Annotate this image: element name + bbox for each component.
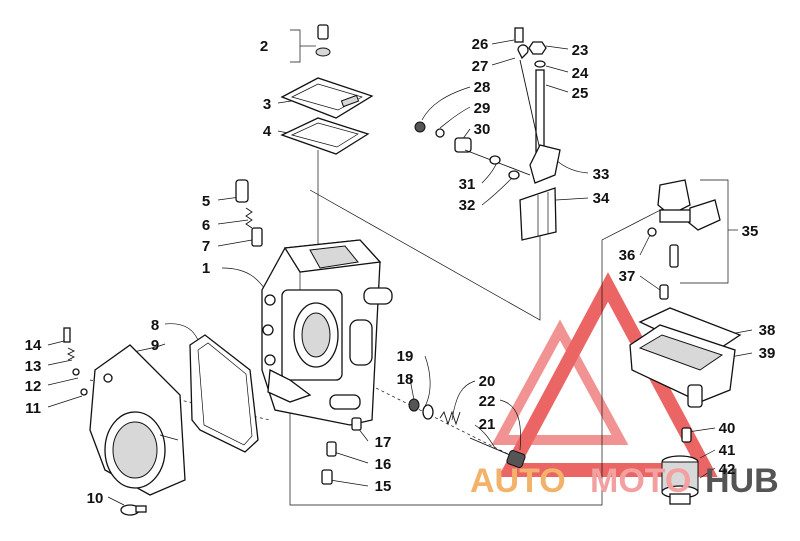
callout-20: 20 (479, 373, 496, 390)
callout-30: 30 (474, 121, 491, 138)
callout-labels: 2 3 4 5 6 7 1 8 9 14 13 12 11 10 17 16 1… (25, 36, 776, 507)
primer-assembly (647, 179, 721, 300)
top-cover-group (280, 24, 374, 155)
jet-group (321, 417, 362, 485)
callout-8: 8 (151, 317, 159, 334)
oring-18 (408, 398, 420, 412)
fitting-5 (235, 179, 249, 203)
top-cover (280, 77, 374, 119)
watermark-moto: MOTO (590, 462, 691, 500)
callout-38: 38 (759, 322, 776, 339)
callout-15: 15 (375, 478, 392, 495)
callout-6: 6 (202, 217, 210, 234)
callout-5: 5 (202, 193, 210, 210)
watermark-text: AUTO MOTO HUB (470, 462, 779, 500)
cover-washer (315, 47, 331, 57)
callout-1: 1 (202, 260, 210, 277)
callout-3: 3 (263, 96, 271, 113)
gasket-8 (189, 334, 259, 453)
callout-13: 13 (25, 358, 42, 375)
nut-23 (528, 41, 547, 55)
callout-23: 23 (572, 42, 589, 59)
callout-36: 36 (619, 247, 636, 264)
callout-39: 39 (759, 345, 776, 362)
callout-11: 11 (25, 400, 41, 417)
needle-7 (251, 227, 263, 247)
needle-21 (469, 437, 511, 456)
callout-37: 37 (619, 268, 636, 285)
washer-12 (72, 368, 80, 376)
jet-17 (351, 417, 362, 431)
callout-27: 27 (472, 58, 489, 75)
callout-18: 18 (397, 371, 414, 388)
watermark-hub: HUB (705, 462, 779, 500)
callout-32: 32 (459, 197, 476, 214)
callout-22: 22 (479, 393, 496, 410)
callout-2: 2 (260, 38, 268, 55)
cover-screw (317, 24, 329, 40)
oring-11 (80, 388, 88, 396)
callout-29: 29 (474, 100, 491, 117)
spacer-32 (508, 170, 520, 180)
float-bowl-group (629, 307, 742, 505)
callout-35: 35 (742, 223, 759, 240)
callout-17: 17 (375, 434, 392, 451)
washer-29 (435, 128, 445, 138)
spring-6 (245, 207, 253, 229)
callout-28: 28 (474, 79, 491, 96)
callout-34: 34 (593, 190, 610, 207)
callout-33: 33 (593, 166, 610, 183)
callout-25: 25 (572, 85, 589, 102)
cover-gasket (280, 117, 370, 155)
callout-19: 19 (397, 348, 414, 365)
screw-37 (659, 284, 669, 300)
screw-group-left (63, 327, 147, 516)
callout-4: 4 (263, 123, 272, 140)
nut-28 (414, 121, 426, 133)
drain-42 (669, 493, 691, 505)
washer-24 (534, 60, 546, 68)
rod-25 (535, 69, 545, 153)
jet-15 (321, 469, 333, 485)
callout-9: 9 (151, 337, 159, 354)
throttle-linkage (414, 27, 561, 241)
bracket-30 (454, 137, 472, 153)
callout-12: 12 (25, 378, 42, 395)
fitting-group (235, 179, 263, 247)
side-cover-group (89, 334, 259, 496)
screw-22 (506, 450, 526, 468)
callout-41: 41 (719, 442, 736, 459)
callout-16: 16 (375, 456, 392, 473)
lever-33 (529, 144, 561, 184)
callout-10: 10 (87, 490, 104, 507)
screw-26 (514, 27, 524, 43)
callout-7: 7 (202, 238, 210, 255)
washer-19 (422, 404, 434, 420)
callout-40: 40 (719, 420, 736, 437)
callout-21: 21 (479, 416, 496, 433)
oring-36 (647, 227, 657, 237)
callout-31: 31 (459, 176, 476, 193)
carburetor-body (261, 239, 393, 426)
callout-24: 24 (572, 65, 589, 82)
callout-26: 26 (472, 36, 489, 53)
watermark-auto: AUTO (470, 462, 566, 500)
callout-14: 14 (25, 337, 42, 354)
jet-16 (326, 441, 337, 457)
idle-screw-group (408, 398, 526, 468)
spacer-31 (489, 155, 501, 165)
callout-42: 42 (719, 461, 736, 478)
clip-27 (517, 44, 529, 60)
spring-13 (66, 347, 76, 361)
screw-14 (63, 327, 71, 343)
spring-20 (439, 410, 461, 426)
screw-40 (681, 427, 692, 443)
